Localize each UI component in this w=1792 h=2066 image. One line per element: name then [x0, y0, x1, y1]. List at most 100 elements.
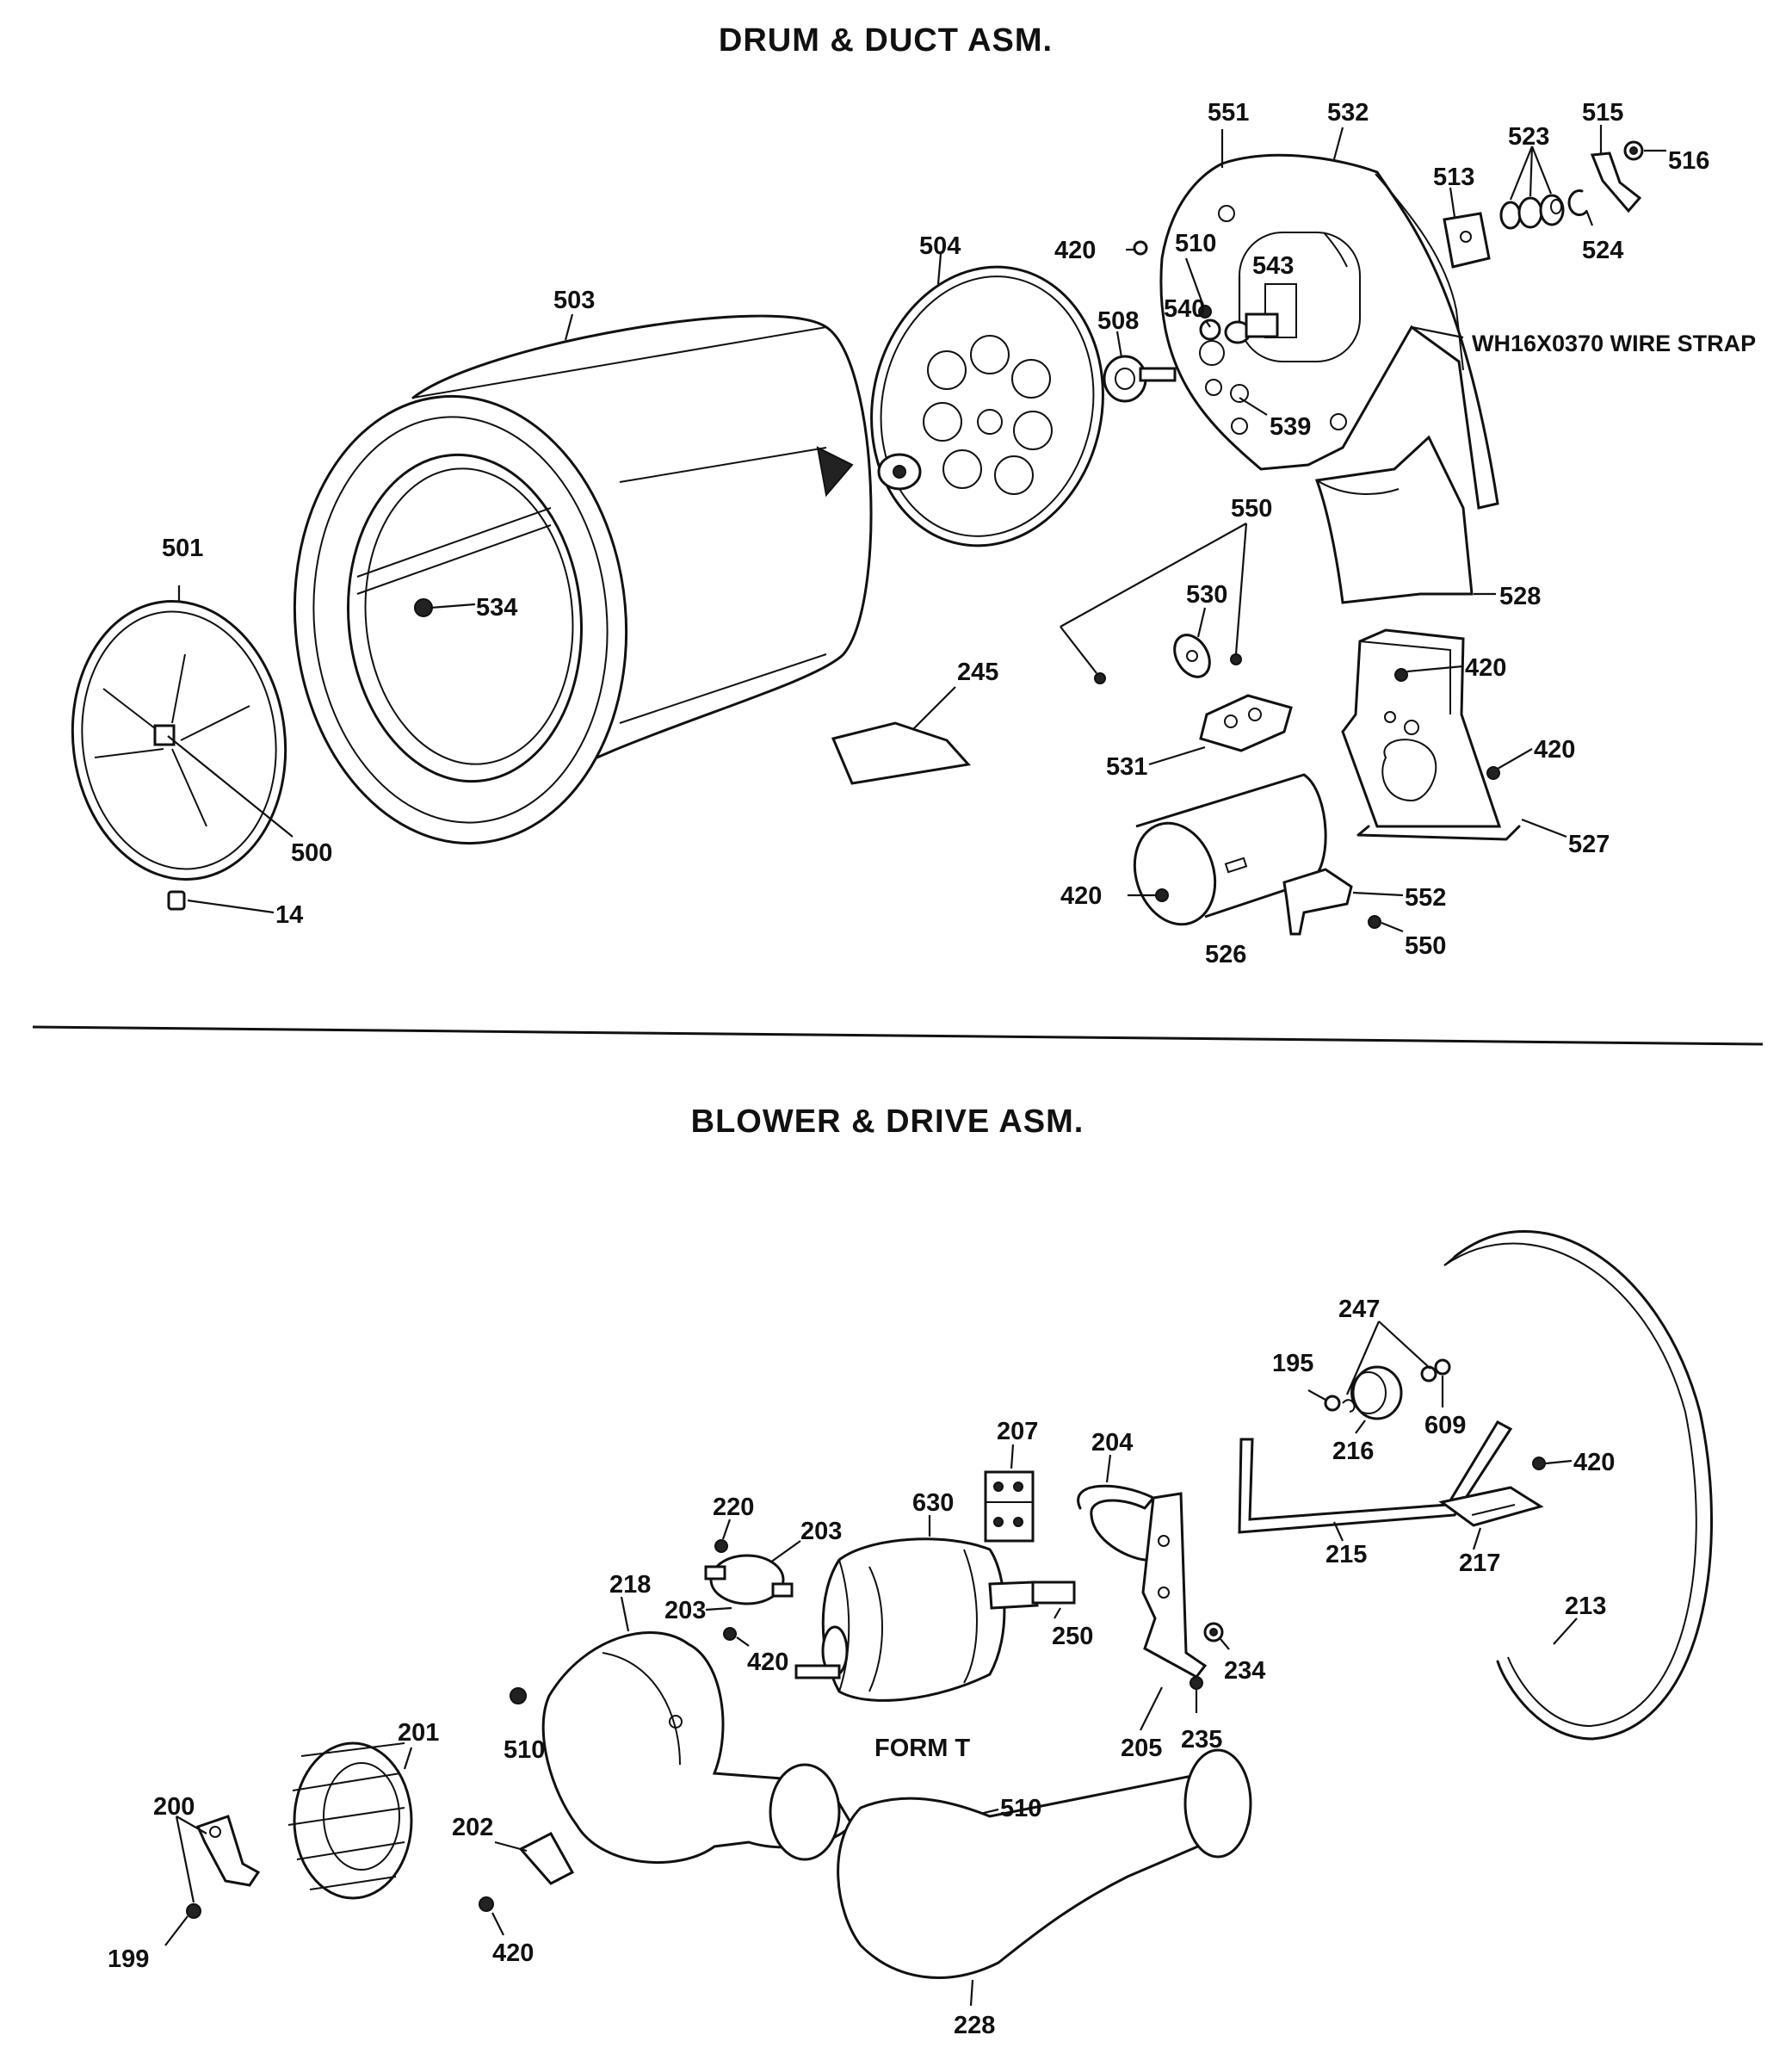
- callout-630: 630: [912, 1489, 954, 1517]
- part-216-idler-pulley: [1350, 1365, 1403, 1420]
- part-235-bolt: [1190, 1676, 1203, 1713]
- callout-524: 524: [1582, 237, 1623, 264]
- callout-543: 543: [1252, 252, 1294, 280]
- part-504-rear-bulkhead: [870, 265, 1104, 547]
- part-420-screw-b: [1394, 665, 1464, 682]
- callout-199: 199: [108, 1945, 149, 1973]
- leader-523a: [1509, 145, 1534, 201]
- callout-550-b: 550: [1405, 932, 1446, 960]
- callout-420-d: 420: [1060, 882, 1102, 910]
- part-539-washer: [1199, 340, 1249, 403]
- part-550-screws: [1060, 523, 1248, 684]
- part-199-screw: [164, 1903, 201, 1946]
- callout-539: 539: [1270, 413, 1311, 441]
- callout-204: 204: [1091, 1429, 1133, 1457]
- callout-213: 213: [1565, 1593, 1606, 1620]
- callout-234: 234: [1224, 1657, 1265, 1685]
- callout-218: 218: [609, 1571, 651, 1599]
- callout-504: 504: [919, 232, 961, 260]
- callout-420-a: 420: [1054, 237, 1096, 264]
- leader-513: [1449, 187, 1456, 218]
- leader-532: [1332, 127, 1344, 160]
- callout-420-f: 420: [747, 1648, 788, 1676]
- part-515-bracket: [1590, 152, 1642, 213]
- callouts-top: 551 532 515 516 523 513 524 420 510 543 …: [162, 99, 1756, 968]
- callout-420-e: 420: [1573, 1449, 1615, 1476]
- part-217-switch: [1438, 1486, 1544, 1527]
- callout-551: 551: [1208, 99, 1249, 127]
- part-516-nut: [1623, 140, 1666, 161]
- callout-523: 523: [1508, 123, 1549, 151]
- part-220-screw: [714, 1539, 728, 1553]
- callout-510-b: 510: [504, 1736, 545, 1764]
- callout-217: 217: [1459, 1550, 1500, 1577]
- leader-504: [936, 253, 942, 285]
- part-524-clip: [1567, 189, 1588, 217]
- part-203-clamp: [704, 1554, 794, 1605]
- part-523-washers: [1499, 194, 1565, 230]
- part-213-drive-belt: [1443, 1230, 1713, 1741]
- part-513-bracket: [1443, 212, 1491, 269]
- part-527-heater-housing: [1341, 628, 1521, 841]
- leader-500: [167, 735, 294, 838]
- leader-523c: [1530, 145, 1553, 195]
- part-420-screw-e: [1532, 1457, 1573, 1470]
- leader-524: [1585, 209, 1594, 226]
- part-540-washer: [1199, 319, 1221, 341]
- drum-duct-title: DRUM & DUCT ASM.: [718, 22, 1054, 59]
- callout-220: 220: [713, 1494, 754, 1521]
- part-530-thermostat: [1173, 634, 1211, 678]
- part-528-duct: [1314, 435, 1474, 604]
- leader-510: [1184, 257, 1205, 306]
- callout-532: 532: [1327, 99, 1369, 127]
- callout-201: 201: [398, 1719, 439, 1747]
- callout-528: 528: [1499, 583, 1541, 610]
- callout-510-c: 510: [1000, 1795, 1041, 1822]
- part-202-bracket: [494, 1832, 575, 1885]
- callout-195: 195: [1272, 1350, 1313, 1377]
- callout-250: 250: [1052, 1623, 1093, 1650]
- callout-wire-strap: WH16X0370 WIRE STRAP: [1472, 331, 1756, 356]
- callout-516: 516: [1668, 147, 1709, 175]
- leader-wire-strap: [1411, 325, 1464, 339]
- callout-531: 531: [1106, 753, 1147, 781]
- part-204-motor-clamp: [1077, 1484, 1155, 1562]
- part-550-screw-b: [1368, 915, 1404, 933]
- section-divider: [32, 1025, 1764, 1046]
- callout-form-t: FORM T: [874, 1735, 970, 1762]
- leader-508: [1115, 331, 1123, 358]
- part-14-clip: [167, 890, 275, 914]
- part-195-washer: [1324, 1395, 1356, 1413]
- callout-420-c: 420: [1534, 736, 1575, 764]
- callout-550-a: 550: [1231, 495, 1272, 523]
- part-630-motor: [794, 1537, 1076, 1702]
- part-218-blower-housing: [541, 1631, 854, 1865]
- callout-205: 205: [1121, 1735, 1162, 1762]
- callout-420-g: 420: [492, 1939, 534, 1967]
- leader-523b: [1529, 145, 1534, 197]
- part-205-motor-mount: [1141, 1492, 1208, 1679]
- callout-228: 228: [954, 2012, 995, 2039]
- part-510-screw: [1198, 305, 1212, 319]
- part-420-screw-f: [723, 1627, 750, 1647]
- part-200-bracket: [195, 1815, 261, 1887]
- callout-513: 513: [1433, 164, 1474, 191]
- callout-500: 500: [291, 839, 332, 867]
- part-420-screw-c: [1486, 748, 1533, 780]
- part-501-front-bulkhead-seal: [71, 600, 287, 881]
- part-228-exhaust-duct: [837, 1748, 1252, 1979]
- callout-609: 609: [1424, 1412, 1466, 1439]
- part-215-idler-arm: [1238, 1420, 1513, 1534]
- callout-530: 530: [1186, 581, 1227, 609]
- blower-drive-title: BLOWER & DRIVE ASM.: [690, 1104, 1084, 1140]
- callout-508: 508: [1097, 307, 1139, 335]
- callout-515: 515: [1582, 99, 1623, 127]
- callout-540: 540: [1164, 295, 1205, 323]
- callout-203-b: 203: [664, 1597, 706, 1624]
- callout-203-a: 203: [800, 1518, 842, 1545]
- callout-14: 14: [275, 901, 303, 929]
- callout-216: 216: [1332, 1438, 1374, 1465]
- part-531-bracket: [1148, 694, 1293, 766]
- callout-534: 534: [476, 594, 517, 622]
